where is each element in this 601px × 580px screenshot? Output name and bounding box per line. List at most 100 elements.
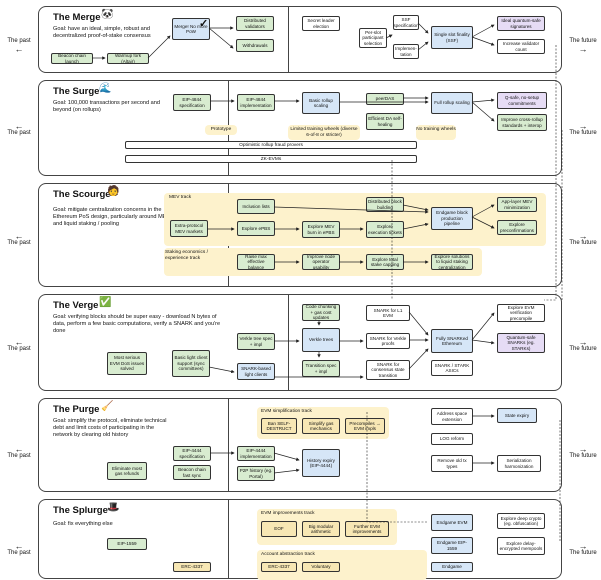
evm-improvements-label: EVM improvements track bbox=[261, 511, 315, 516]
no-wheels-band bbox=[416, 125, 456, 140]
left-arrow-icon: ← bbox=[14, 337, 24, 347]
merge-done: Merge! No more PoW bbox=[172, 18, 210, 40]
scourge-title: The Scourge bbox=[53, 189, 111, 200]
state-expiry: State expiry bbox=[497, 408, 537, 423]
ssf-impl: Implemen-tation bbox=[393, 44, 419, 59]
right-arrow-icon: → bbox=[578, 121, 588, 131]
serialization-harmonization: Serialization harmonization bbox=[497, 455, 541, 472]
explore-liquid-staking: Explore solutions to liquid staking cent… bbox=[431, 254, 473, 270]
address-space-extension: Address space extension bbox=[431, 408, 473, 425]
splurge-panel: The Splurge 🎩 Goal: fix everything else … bbox=[38, 499, 562, 580]
past-label-scourge: ←The past bbox=[2, 232, 36, 247]
right-arrow-icon: → bbox=[578, 231, 588, 241]
past-label-merge: The past← bbox=[2, 38, 36, 54]
explore-deep-crypto: Explore deep crypto (eg. obfuscation) bbox=[497, 513, 545, 529]
snark-asics: SNARK / STARK ASICs bbox=[431, 360, 473, 376]
mev-track-band bbox=[164, 193, 546, 246]
prototype-band bbox=[205, 125, 237, 135]
precompiles-evm: Precompiles → EVM impls bbox=[345, 418, 385, 434]
endgame-evm: Endgame EVM bbox=[431, 514, 473, 531]
big-modular-arithmetic: Big modular arithmetic bbox=[302, 521, 340, 537]
right-arrow-icon: → bbox=[578, 337, 588, 347]
future-label-merge: The future→ bbox=[566, 38, 600, 54]
villain-icon: 🧑 bbox=[107, 186, 120, 197]
right-arrow-icon: → bbox=[578, 541, 588, 551]
code-chunking: Code chunking + gas cost updates bbox=[302, 304, 340, 321]
past-label-surge: ←The past bbox=[2, 122, 36, 137]
eip4844-spec: EIP-4844 specification bbox=[173, 94, 211, 111]
eip4844-impl: EIP-4844 implementation bbox=[237, 94, 275, 111]
merge-title: The Merge bbox=[53, 12, 101, 23]
transition-spec: Transition spec + impl bbox=[302, 360, 340, 377]
remove-old-tx-types: Remove old tx types bbox=[431, 455, 473, 472]
top-hat-icon: 🎩 bbox=[107, 502, 120, 513]
future-label-verge: →The future bbox=[566, 338, 600, 353]
right-arrow-icon: → bbox=[578, 444, 588, 454]
surge-title: The Surge bbox=[53, 86, 100, 97]
explore-mev-burn: Explore MEV burn in ePBS bbox=[302, 221, 340, 238]
qsafe-commitments: Q-safe, no-setup commitments bbox=[497, 92, 547, 109]
snark-verkle-proofs: SNARK for Verkle proofs bbox=[366, 333, 410, 349]
explore-evm-precompile: Explore EVM verification precompile bbox=[497, 304, 545, 322]
left-arrow-icon: ← bbox=[14, 121, 24, 131]
cross-rollup-standards: Improve cross-rollup standards + interop bbox=[497, 114, 547, 131]
improve-node-usability: Improve node operator usability bbox=[302, 254, 340, 270]
simplify-gas: Simplify gas mechanics bbox=[302, 418, 340, 434]
explore-delay-mempools: Explore delay-encrypted mempools bbox=[497, 537, 545, 555]
explore-preconfirmations: Explore preconfirmations bbox=[497, 220, 537, 235]
endgame-block-pipeline: Endgame block production pipeline bbox=[431, 207, 473, 230]
merge-done-label: Merge! No more PoW bbox=[174, 23, 208, 34]
explore-epbs: Explore ePBS bbox=[237, 221, 275, 236]
future-label-splurge: →The future bbox=[566, 542, 600, 557]
explore-stake-capping: Explore total stake capping bbox=[366, 254, 404, 270]
future-label-purge: →The future bbox=[566, 445, 600, 460]
splurge-goal: Goal: fix everything else bbox=[53, 521, 113, 527]
ban-selfdestruct: Ban SELF-DESTRUCT bbox=[261, 418, 297, 434]
inclusion-lists: Inclusion lists bbox=[237, 199, 275, 214]
account-abstraction-label: Account abstraction track bbox=[261, 552, 315, 557]
staking-track-label: Staking economics / experience track bbox=[165, 250, 208, 261]
check-icon: ✓ bbox=[199, 18, 209, 30]
distributed-block-building: Distributed block building bbox=[366, 197, 404, 212]
left-arrow-icon: ← bbox=[14, 541, 24, 551]
evm-dos-solved: Most serious EVM DoS issues solved bbox=[107, 352, 147, 375]
optimistic-fraud-provers: Optimistic rollup fraud provers bbox=[125, 141, 417, 149]
merge-panel: The Merge 🐼 Goal: have an ideal, simple,… bbox=[38, 6, 562, 73]
ssf-spec: SSF specification bbox=[393, 15, 419, 30]
p2p-history: P2P history (eg. Portal) bbox=[237, 466, 275, 481]
left-arrow-icon: ← bbox=[14, 44, 24, 54]
verge-goal: Goal: verifying blocks should be super e… bbox=[53, 314, 221, 334]
quantum-safe-snarks: Quantum-safe SNARKs (eg. STARKs) bbox=[497, 333, 545, 353]
limited-wheels-band bbox=[288, 125, 360, 140]
mev-track-label: MEV track bbox=[169, 195, 192, 200]
log-reform: LOG reform bbox=[431, 433, 473, 445]
eip4444-spec: EIP-4444 specification bbox=[173, 446, 211, 461]
verkle-trees: Verkle trees bbox=[302, 328, 340, 352]
basic-rollup-scaling: Basic rollup scaling bbox=[302, 92, 340, 114]
purge-goal: Goal: simplify the protocol, eliminate t… bbox=[53, 418, 167, 438]
increase-validator-count: Increase validator count bbox=[497, 39, 545, 54]
history-expiry: History expiry (EIP-4444) bbox=[302, 449, 340, 477]
endgame-eip1559: Endgame EIP-1559 bbox=[431, 537, 473, 554]
extra-protocol-mev: Extra-protocol MEV markets bbox=[170, 220, 208, 237]
wave-icon: 🌊 bbox=[99, 83, 112, 94]
app-layer-mev: App-layer MEV minimization bbox=[497, 197, 537, 212]
connector-lines bbox=[92, 22, 563, 542]
snark-consensus: SNARK for consensus state transition bbox=[366, 360, 410, 380]
verkle-spec-impl: Verkle tree spec + impl bbox=[237, 333, 275, 350]
surge-goal: Goal: 100,000 transactions per second an… bbox=[53, 100, 160, 113]
divider bbox=[288, 7, 289, 72]
splurge-title: The Splurge bbox=[53, 505, 108, 516]
prototype-label: Prototype bbox=[210, 127, 232, 132]
purge-panel: The Purge 🧹 Goal: simplify the protocol,… bbox=[38, 398, 562, 492]
raise-max-balance: Raise max effective balance bbox=[237, 254, 275, 270]
snark-light-clients: SNARK-based light clients bbox=[237, 363, 275, 380]
left-arrow-icon: ← bbox=[14, 444, 24, 454]
past-label-verge: ←The past bbox=[2, 338, 36, 353]
left-arrow-icon: ← bbox=[14, 231, 24, 241]
panda-icon: 🐼 bbox=[101, 9, 114, 20]
purge-title: The Purge bbox=[53, 404, 100, 415]
warmup-fork: Warmup fork (Altair) bbox=[107, 53, 149, 64]
past-label-purge: ←The past bbox=[2, 445, 36, 460]
future-label-surge: →The future bbox=[566, 122, 600, 137]
